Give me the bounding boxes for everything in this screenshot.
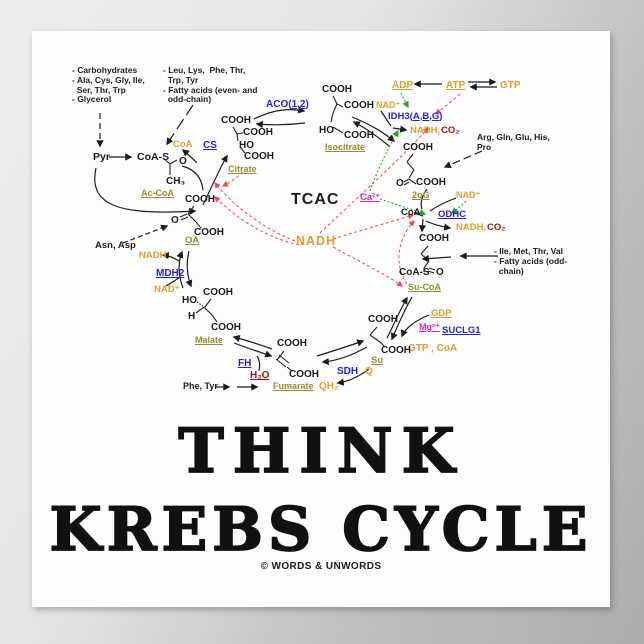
fumarate-cooh-bottom: COOH [289,369,319,380]
cofactor-coa-odhc: CoA [401,207,421,218]
metabolite-pyruvate: Pyr [93,151,110,163]
product-co2-odhc: CO₂ [487,222,506,233]
isocitrate-cooh-top: COOH [322,84,352,95]
copyright-credit: © WORDS & UNWORDS [260,561,382,572]
enzyme-suclg1: SUCLG1 [442,325,481,336]
cofactor-nadh-idh: NADH, [410,125,441,136]
cofactor-nadh-mdh: NADH [139,250,167,261]
malate-cooh-bottom: COOH [211,322,241,333]
cofactor-nadh-odhc: NADH, [456,222,487,233]
poster-title-line2: KREBS CYCLE [49,494,593,566]
enzyme-sdh: SDH [337,366,359,377]
isocitrate-cooh-right: COOH [344,100,374,111]
input-phe-tyr: Phe, Tyr [183,381,218,391]
input-list-ile: - Ile, Met, Thr, Val - Fatty acids (odd-… [494,246,568,276]
enzyme-mdh2: MDH2 [156,268,185,279]
cofactor-nad-mdh: NAD⁺ [154,284,180,295]
cofactor-coa-released: CoA [173,139,193,150]
group-accoa-ch3: CH₃ [166,176,186,187]
cofactor-nad-odhc: NAD⁺ [456,190,481,200]
cofactor-adp: ADP [392,80,414,91]
citrate-ho: HO [239,140,254,151]
enzyme-cs: CS [203,140,217,151]
activator-ca: Ca²⁺ [360,192,381,203]
fumarate-cooh-top: COOH [277,338,307,349]
malate-h: H [188,311,196,322]
cofactor-gtp-coa: GTP , CoA [408,343,458,354]
inhibition-arrows [214,93,461,287]
sucoa-coas: CoA-S [399,267,430,278]
sucoa-o: O [436,267,444,278]
poster-title-line1: THINK [177,415,464,488]
enzyme-fh: FH [238,358,252,369]
label-isocitrate: Isocitrate [325,142,366,152]
label-su-coa: Su-CoA [408,282,441,292]
citrate-cooh-right: COOH [243,127,273,138]
group-coa-s: CoA-S [137,151,170,163]
input-list-arg: Arg, Gln, Glu, His, Pro [477,132,550,152]
oa-cooh-top: COOH [185,194,215,205]
activation-arrows [369,92,467,216]
input-list-carbohydrates: - Carbohydrates - Ala, Cys, Gly, Ile, Se… [72,65,145,105]
molecule-bonds [162,95,436,372]
cycle-title-tcac: TCAC [291,191,340,208]
oa-o: O [171,215,179,226]
enzyme-aco: ACO(1,2) [266,99,309,110]
substrate-h2o: H₂O [250,370,270,381]
sucoa-cooh-top: COOH [419,233,449,244]
succinate-cooh-bottom: COOH [381,345,411,356]
enzyme-idh3: IDH3(A,B,G) [388,111,443,122]
label-su: Su [371,355,384,366]
product-co2-idh: CO₂ [441,125,460,136]
enzyme-odhc: ODHC [438,209,466,220]
citrate-cooh-bottom: COOH [244,151,274,162]
group-accoa-o: O [179,156,187,167]
label-malate: Malate [195,335,224,345]
cofactor-qh2: QH₂ [319,381,339,392]
inhibitor-nadh-center: NADH [296,234,337,248]
citrate-cooh-top: COOH [221,115,251,126]
twog-cooh: COOH [416,177,446,188]
cofactor-gtp-top: GTP [500,80,521,91]
twog-cooh-top: COOH [403,142,433,153]
cofactor-atp: ATP [446,80,466,91]
input-asn-asp: Asn, Asp [95,240,136,251]
input-list-leu-fatty: - Leu, Lys, Phe, Thr, Trp, Tyr - Fatty a… [163,65,258,105]
twog-o: O [396,178,404,189]
cofactor-gdp: GDP [431,308,452,319]
cofactor-mg: Mg²⁺ [419,322,440,332]
reaction-arrows [94,78,498,391]
cofactor-q: Q [365,366,373,377]
label-citrate: Citrate [228,164,257,174]
poster [32,31,610,607]
oa-cooh-bottom: COOH [194,227,224,238]
malate-cooh-top: COOH [203,287,233,298]
cofactor-nad-idh: NAD⁺ [376,100,401,110]
succinate-cooh-top: COOH [368,314,398,325]
isocitrate-cooh-bottom: COOH [344,130,374,141]
malate-ho: HO [182,295,197,306]
label-fumarate: Fumarate [273,381,314,391]
label-ac-coa: Ac-CoA [141,188,174,198]
label-2og: 2oG [412,190,430,200]
isocitrate-ho: HO [319,125,334,136]
label-oa: OA [185,235,200,246]
